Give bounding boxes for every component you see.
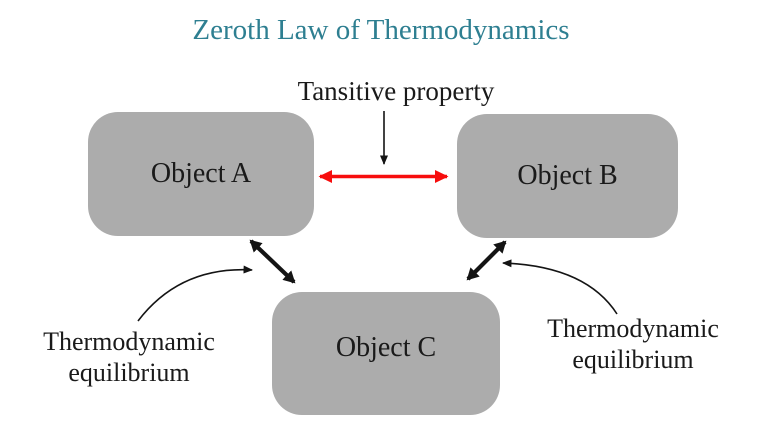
node-object-a: Object A — [88, 112, 314, 236]
pointer-arrow-equilibrium-left — [137, 265, 253, 322]
page-title: Zeroth Law of Thermodynamics — [192, 14, 570, 46]
thermo-right-line2: equilibrium — [572, 345, 694, 374]
thermo-right-line1: Thermodynamic — [547, 314, 719, 343]
thermo-left-line2: equilibrium — [68, 358, 190, 387]
thermo-equilibrium-label-right: Thermodynamic equilibrium — [547, 313, 719, 375]
node-object-c-label: Object C — [335, 331, 437, 363]
pointer-arrow-equilibrium-right — [502, 259, 618, 315]
thermo-left-line1: Thermodynamic — [43, 327, 215, 356]
node-object-a-label: Object A — [150, 158, 252, 189]
node-object-b: Object B — [457, 114, 678, 238]
node-object-c: Object C — [272, 292, 500, 415]
node-object-b-label: Object B — [517, 160, 618, 191]
thermo-equilibrium-label-left: Thermodynamic equilibrium — [43, 326, 215, 388]
equilibrium-arrow-a-c — [249, 239, 296, 284]
equilibrium-arrow-b-c — [466, 240, 507, 281]
transitive-property-label: Tansitive property — [297, 76, 495, 106]
